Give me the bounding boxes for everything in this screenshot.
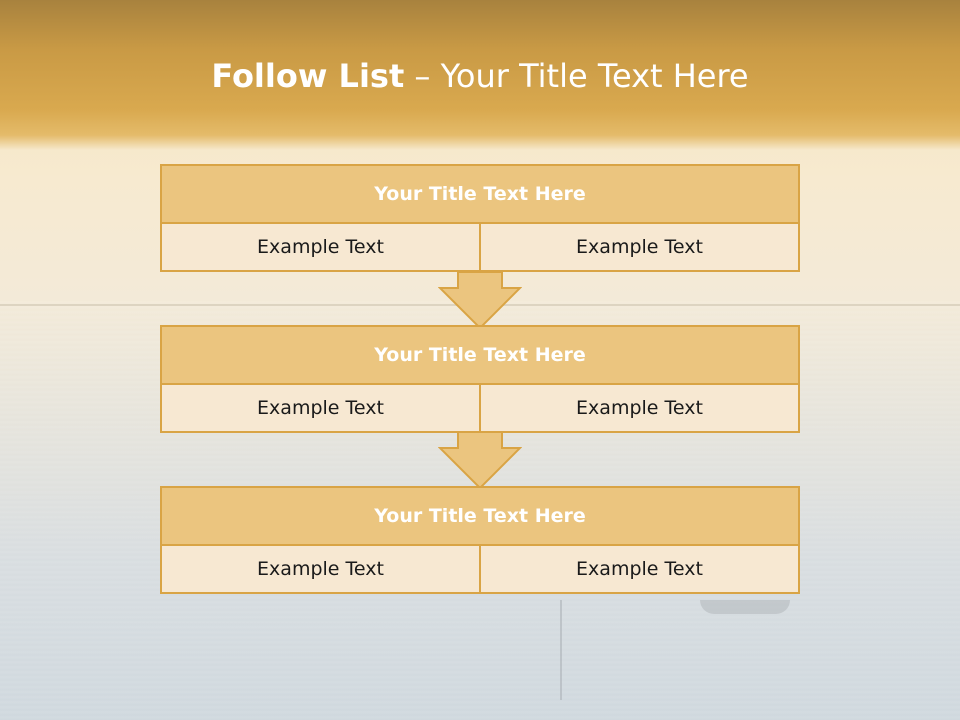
step-cell: Example Text <box>479 224 798 270</box>
down-arrow-icon <box>438 431 522 490</box>
step-cell: Example Text <box>257 558 384 580</box>
background-sailboat <box>560 600 562 700</box>
page-title: Follow List – Your Title Text Here <box>0 56 960 96</box>
step-heading: Your Title Text Here <box>162 327 798 385</box>
step-row: Example Text Example Text <box>162 385 798 431</box>
step-cell: Example Text <box>257 236 384 258</box>
down-arrow-icon <box>438 271 522 330</box>
header-band <box>0 0 960 150</box>
step-row: Example Text Example Text <box>162 224 798 270</box>
background-boat <box>700 600 790 614</box>
page-title-bold: Follow List <box>211 57 405 95</box>
step-block-2: Your Title Text Here Example Text Exampl… <box>160 325 800 433</box>
step-cell: Example Text <box>257 397 384 419</box>
step-heading: Your Title Text Here <box>162 166 798 224</box>
page-title-rest: – Your Title Text Here <box>404 57 749 95</box>
step-cell: Example Text <box>479 546 798 592</box>
step-block-3: Your Title Text Here Example Text Exampl… <box>160 486 800 594</box>
step-cell: Example Text <box>479 385 798 431</box>
step-heading: Your Title Text Here <box>162 488 798 546</box>
step-row: Example Text Example Text <box>162 546 798 592</box>
step-block-1: Your Title Text Here Example Text Exampl… <box>160 164 800 272</box>
